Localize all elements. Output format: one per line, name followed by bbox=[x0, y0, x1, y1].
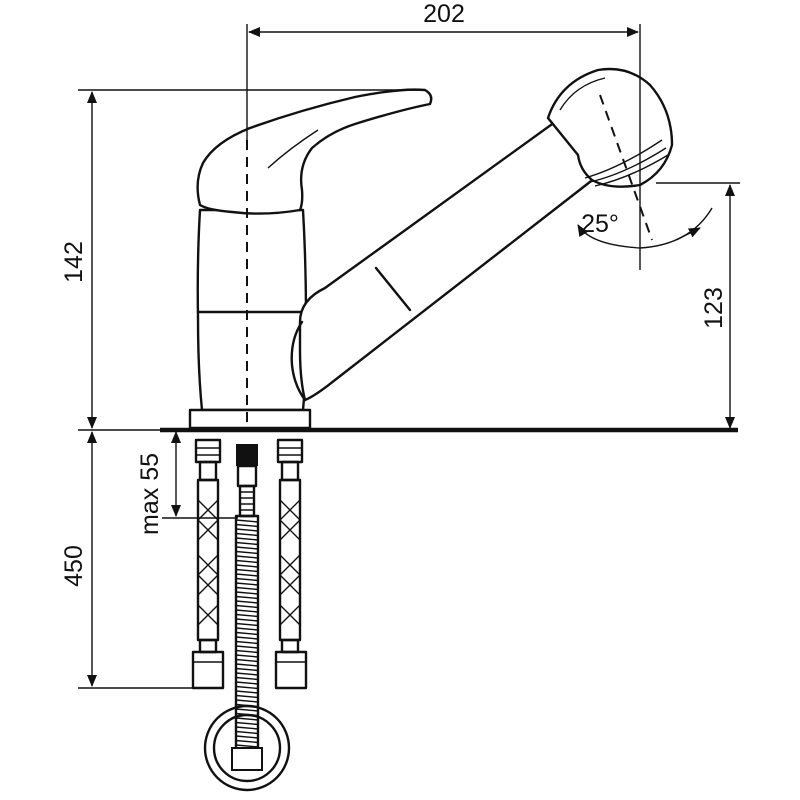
dimension-hose-length-label: 450 bbox=[60, 545, 88, 587]
dimension-height-total: 142 bbox=[60, 89, 425, 431]
dimension-height-outlet-label: 123 bbox=[700, 287, 728, 329]
right-supply-hose bbox=[274, 438, 308, 690]
spray-head bbox=[546, 67, 674, 188]
lever-handle bbox=[196, 88, 433, 215]
spray-centerline bbox=[599, 94, 653, 241]
spout-arm bbox=[290, 114, 597, 402]
dimension-angle: 25° bbox=[577, 207, 713, 249]
dimension-hose-length: 450 bbox=[60, 431, 195, 689]
faucet-body bbox=[188, 208, 312, 430]
corrugation-lines bbox=[235, 519, 259, 766]
dimension-mount-depth: max 55 bbox=[136, 431, 238, 535]
dimension-width-label: 202 bbox=[423, 0, 465, 28]
dimension-width: 202 bbox=[246, 0, 641, 270]
dimension-height-outlet: 123 bbox=[656, 182, 740, 429]
center-pullout-hose bbox=[203, 444, 291, 792]
dimension-height-total-label: 142 bbox=[60, 241, 88, 283]
dimension-mount-depth-label: max 55 bbox=[136, 453, 164, 535]
left-supply-hose bbox=[191, 438, 225, 690]
dimension-angle-label: 25° bbox=[581, 210, 619, 238]
